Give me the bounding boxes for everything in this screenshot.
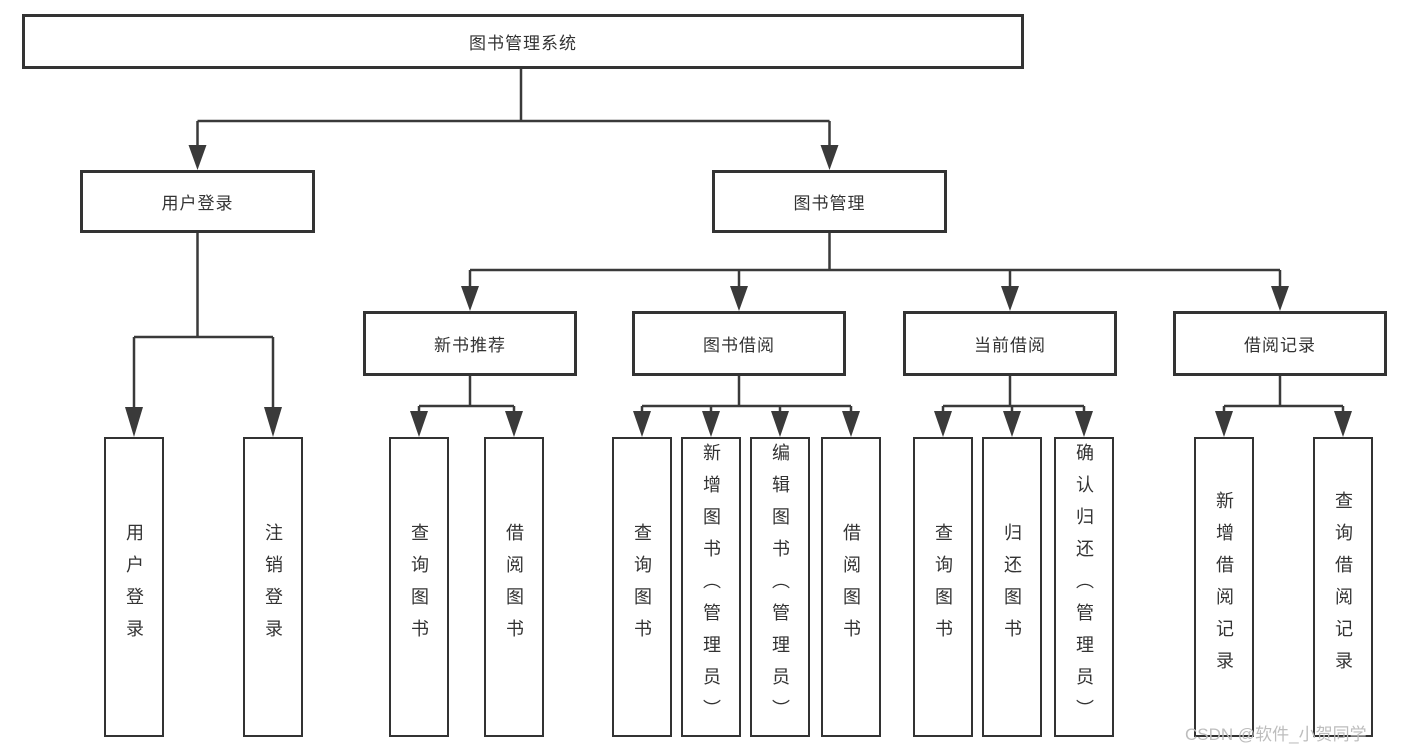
leaf-current-confirm-return-admin-label: 确认归还（管理员） (1074, 443, 1094, 731)
leaf-borrow-edit-books-admin-label: 编辑图书（管理员） (770, 443, 790, 731)
node-new-book-recommend-label: 新书推荐 (434, 336, 506, 355)
connector-userlogin-to-leaves (132, 233, 275, 410)
leaf-borrow-borrow-books: 借阅图书 (821, 437, 881, 737)
leaf-current-return-books-label: 归还图书 (1002, 523, 1022, 651)
leaf-borrow-query-books: 查询图书 (612, 437, 672, 737)
leaf-user-login-label: 用户登录 (124, 523, 144, 651)
leaf-borrow-edit-books-admin: 编辑图书（管理员） (750, 437, 810, 737)
watermark: CSDN @软件_小贺同学 (1185, 725, 1367, 744)
node-current-borrow-label: 当前借阅 (974, 336, 1046, 355)
connector-borrow-to-leaves (640, 376, 853, 414)
node-borrow-records-label: 借阅记录 (1244, 336, 1316, 355)
leaf-recommend-borrow-books: 借阅图书 (484, 437, 544, 737)
node-book-borrow: 图书借阅 (632, 311, 846, 376)
leaf-records-query-record: 查询借阅记录 (1313, 437, 1373, 737)
leaf-borrow-query-books-label: 查询图书 (632, 523, 652, 651)
leaf-current-query-books-label: 查询图书 (933, 523, 953, 651)
leaf-borrow-add-books-admin-label: 新增图书（管理员） (701, 443, 721, 731)
leaf-current-confirm-return-admin: 确认归还（管理员） (1054, 437, 1114, 737)
leaf-borrow-add-books-admin: 新增图书（管理员） (681, 437, 741, 737)
node-book-management-label: 图书管理 (793, 194, 866, 213)
leaf-current-return-books: 归还图书 (982, 437, 1042, 737)
connector-recommend-to-leaves (417, 376, 516, 414)
connector-records-to-leaves (1222, 376, 1345, 414)
leaf-user-login: 用户登录 (104, 437, 164, 737)
node-current-borrow: 当前借阅 (903, 311, 1117, 376)
node-book-borrow-label: 图书借阅 (703, 336, 775, 355)
node-library-system-label: 图书管理系统 (469, 34, 577, 53)
node-borrow-records: 借阅记录 (1173, 311, 1387, 376)
node-new-book-recommend: 新书推荐 (363, 311, 577, 376)
leaf-logout-label: 注销登录 (263, 523, 283, 651)
leaf-recommend-borrow-books-label: 借阅图书 (504, 523, 524, 651)
leaf-current-query-books: 查询图书 (913, 437, 973, 737)
leaf-borrow-borrow-books-label: 借阅图书 (841, 523, 861, 651)
leaf-recommend-query-books-label: 查询图书 (409, 523, 429, 651)
connector-root-to-level2 (196, 69, 831, 148)
node-user-login-label: 用户登录 (161, 194, 234, 213)
node-library-system: 图书管理系统 (22, 14, 1024, 69)
leaf-records-add-record: 新增借阅记录 (1194, 437, 1254, 737)
arrowheads (125, 145, 1352, 437)
leaf-logout: 注销登录 (243, 437, 303, 737)
leaf-recommend-query-books: 查询图书 (389, 437, 449, 737)
node-book-management: 图书管理 (712, 170, 947, 233)
leaf-records-query-record-label: 查询借阅记录 (1333, 491, 1353, 683)
node-user-login: 用户登录 (80, 170, 315, 233)
leaf-records-add-record-label: 新增借阅记录 (1214, 491, 1234, 683)
connector-bookmgmt-to-sections (468, 233, 1282, 289)
connector-current-to-leaves (941, 376, 1086, 414)
